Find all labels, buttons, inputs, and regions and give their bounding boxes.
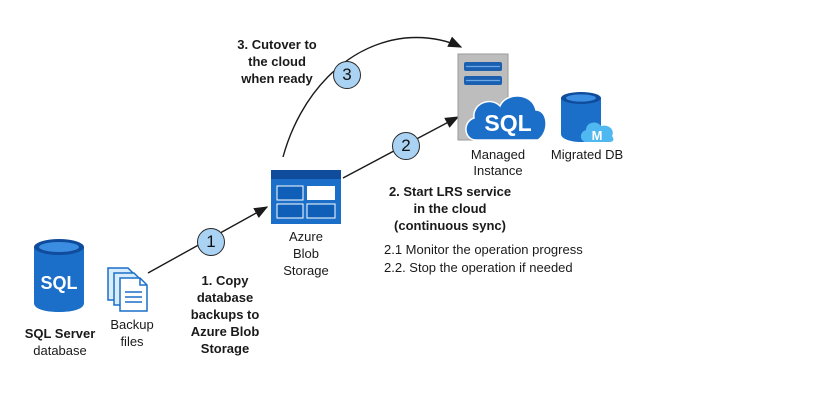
step-1-text-line3: backups to (190, 307, 260, 322)
step-2-note-monitor: 2.1 Monitor the operation progress (384, 242, 583, 257)
managed-instance-icon-text: SQL (484, 110, 531, 136)
azure-blob-storage-icon (271, 170, 341, 229)
managed-instance-label-line1: Managed (470, 147, 526, 162)
sql-server-title: SQL Server (24, 326, 96, 341)
managed-instance-label-line2: Instance (473, 163, 523, 178)
step-1-text-line2: database (196, 290, 254, 305)
step-1-text-line1: 1. Copy (201, 273, 249, 288)
backup-files-label-line1: Backup (110, 317, 154, 332)
step-3-text-line3: when ready (241, 71, 313, 86)
migrated-db-icon-text: M (592, 128, 603, 143)
arrow-cutover (282, 36, 463, 158)
sql-server-icon-text: SQL (40, 273, 77, 293)
sql-server-database-icon: SQL (32, 238, 86, 317)
backup-files-icon (106, 266, 150, 317)
step-3-text-line2: the cloud (248, 54, 306, 69)
migrated-db-icon: M (557, 90, 615, 149)
step-2-text-line1: 2. Start LRS service (388, 184, 512, 199)
blob-storage-label-line1: Azure (289, 229, 323, 244)
blob-storage-label-line2: Blob (292, 246, 320, 261)
step-2-text-line3: (continuous sync) (394, 218, 506, 233)
step-2-text-line2: in the cloud (413, 201, 487, 216)
step-3-text-line1: 3. Cutover to (237, 37, 317, 52)
step-1-text-line4: Azure Blob (190, 324, 260, 339)
backup-files-label-line2: files (120, 334, 144, 349)
sql-server-subtitle: database (33, 343, 87, 358)
step-2-badge: 2 (392, 132, 420, 160)
step-3-badge: 3 (333, 61, 361, 89)
step-2-note-stop: 2.2. Stop the operation if needed (384, 260, 573, 275)
blob-storage-label-line3: Storage (283, 263, 329, 278)
migrated-db-label: Migrated DB (550, 147, 624, 162)
step-1-badge: 1 (197, 228, 225, 256)
managed-instance-icon: SQL (452, 52, 552, 149)
step-1-text-line5: Storage (200, 341, 250, 356)
